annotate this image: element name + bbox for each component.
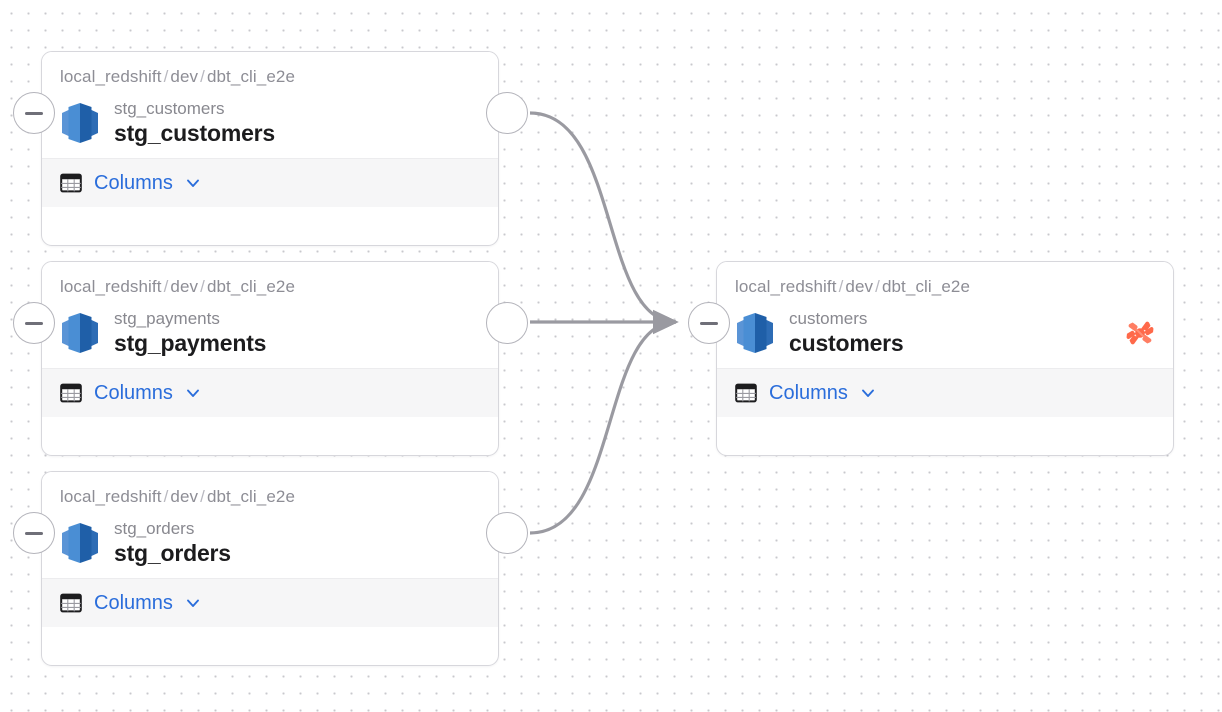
breadcrumb-separator: / xyxy=(200,67,205,86)
chevron-down-icon[interactable] xyxy=(185,385,201,401)
minus-icon xyxy=(700,321,718,325)
breadcrumb-separator: / xyxy=(163,487,169,506)
table-icon xyxy=(735,383,757,403)
breadcrumb-separator: / xyxy=(875,277,880,296)
lineage-node-stg-customers[interactable]: local_redshift/dev/dbt_cli_e2e stg_custo… xyxy=(41,51,499,246)
lineage-node-stg-payments[interactable]: local_redshift/dev/dbt_cli_e2e stg_payme… xyxy=(41,261,499,456)
breadcrumb-schema: dev xyxy=(170,67,199,86)
source-handle-stg-orders[interactable] xyxy=(486,512,528,554)
node-subtitle: stg_orders xyxy=(114,519,195,538)
breadcrumb-database: local_redshift xyxy=(60,487,162,506)
lineage-node-stg-orders[interactable]: local_redshift/dev/dbt_cli_e2e stg_order… xyxy=(41,471,499,666)
minus-icon xyxy=(25,321,43,325)
breadcrumb-separator: / xyxy=(838,277,844,296)
columns-toggle[interactable]: Columns xyxy=(42,578,498,627)
node-titles: stg_payments stg_payments xyxy=(114,308,266,358)
breadcrumb-project: dbt_cli_e2e xyxy=(206,487,296,506)
dbt-logo-icon xyxy=(1126,321,1154,345)
columns-toggle[interactable]: Columns xyxy=(42,158,498,207)
minus-icon xyxy=(25,111,43,115)
node-titles: customers customers xyxy=(789,308,904,358)
source-handle-stg-payments[interactable] xyxy=(486,302,528,344)
node-title: stg_payments xyxy=(114,330,267,356)
node-main: stg_payments stg_payments xyxy=(60,308,480,358)
collapse-handle-stg-payments[interactable] xyxy=(13,302,55,344)
aws-redshift-icon xyxy=(62,313,98,353)
node-body: local_redshift/dev/dbt_cli_e2e stg_order… xyxy=(42,472,498,578)
table-icon xyxy=(60,173,82,193)
breadcrumb: local_redshift/dev/dbt_cli_e2e xyxy=(60,66,480,88)
chevron-down-icon[interactable] xyxy=(860,385,876,401)
breadcrumb-database: local_redshift xyxy=(735,277,837,296)
node-main: stg_customers stg_customers xyxy=(60,98,480,148)
node-title: stg_orders xyxy=(114,540,231,566)
collapse-handle-stg-orders[interactable] xyxy=(13,512,55,554)
minus-icon xyxy=(25,531,43,535)
node-title: stg_customers xyxy=(114,120,276,146)
node-titles: stg_orders stg_orders xyxy=(114,518,231,568)
collapse-handle-customers[interactable] xyxy=(688,302,730,344)
source-handle-stg-customers[interactable] xyxy=(486,92,528,134)
breadcrumb-separator: / xyxy=(200,277,205,296)
collapse-handle-stg-customers[interactable] xyxy=(13,92,55,134)
breadcrumb-separator: / xyxy=(163,277,169,296)
columns-label: Columns xyxy=(94,382,173,404)
aws-redshift-icon xyxy=(62,103,98,143)
columns-label: Columns xyxy=(769,382,848,404)
breadcrumb-database: local_redshift xyxy=(60,67,162,86)
chevron-down-icon[interactable] xyxy=(185,175,201,191)
breadcrumb-schema: dev xyxy=(170,277,199,296)
breadcrumb: local_redshift/dev/dbt_cli_e2e xyxy=(735,276,1155,298)
breadcrumb-database: local_redshift xyxy=(60,277,162,296)
breadcrumb-project: dbt_cli_e2e xyxy=(206,67,296,86)
columns-label: Columns xyxy=(94,592,173,614)
edge-stg-orders-to-customers xyxy=(529,309,679,535)
node-body: local_redshift/dev/dbt_cli_e2e customers… xyxy=(717,262,1173,368)
aws-redshift-icon xyxy=(737,313,773,353)
breadcrumb-separator: / xyxy=(163,67,169,86)
node-titles: stg_customers stg_customers xyxy=(114,98,275,148)
breadcrumb-project: dbt_cli_e2e xyxy=(206,277,296,296)
node-subtitle: stg_payments xyxy=(114,309,220,328)
node-subtitle: stg_customers xyxy=(114,99,225,118)
breadcrumb-separator: / xyxy=(200,487,205,506)
table-icon xyxy=(60,593,82,613)
columns-toggle[interactable]: Columns xyxy=(42,368,498,417)
columns-label: Columns xyxy=(94,172,173,194)
breadcrumb: local_redshift/dev/dbt_cli_e2e xyxy=(60,276,480,298)
chevron-down-icon[interactable] xyxy=(185,595,201,611)
breadcrumb-schema: dev xyxy=(170,487,199,506)
lineage-node-customers[interactable]: local_redshift/dev/dbt_cli_e2e customers… xyxy=(716,261,1174,456)
breadcrumb-schema: dev xyxy=(845,277,874,296)
aws-redshift-icon xyxy=(62,523,98,563)
columns-toggle[interactable]: Columns xyxy=(717,368,1173,417)
edge-stg-customers-to-customers xyxy=(529,111,679,335)
node-body: local_redshift/dev/dbt_cli_e2e stg_custo… xyxy=(42,52,498,158)
node-subtitle: customers xyxy=(789,309,868,328)
node-title: customers xyxy=(789,330,904,356)
table-icon xyxy=(60,383,82,403)
node-main: stg_orders stg_orders xyxy=(60,518,480,568)
breadcrumb: local_redshift/dev/dbt_cli_e2e xyxy=(60,486,480,508)
node-main: customers customers xyxy=(735,308,1155,358)
breadcrumb-project: dbt_cli_e2e xyxy=(881,277,971,296)
node-body: local_redshift/dev/dbt_cli_e2e stg_payme… xyxy=(42,262,498,368)
